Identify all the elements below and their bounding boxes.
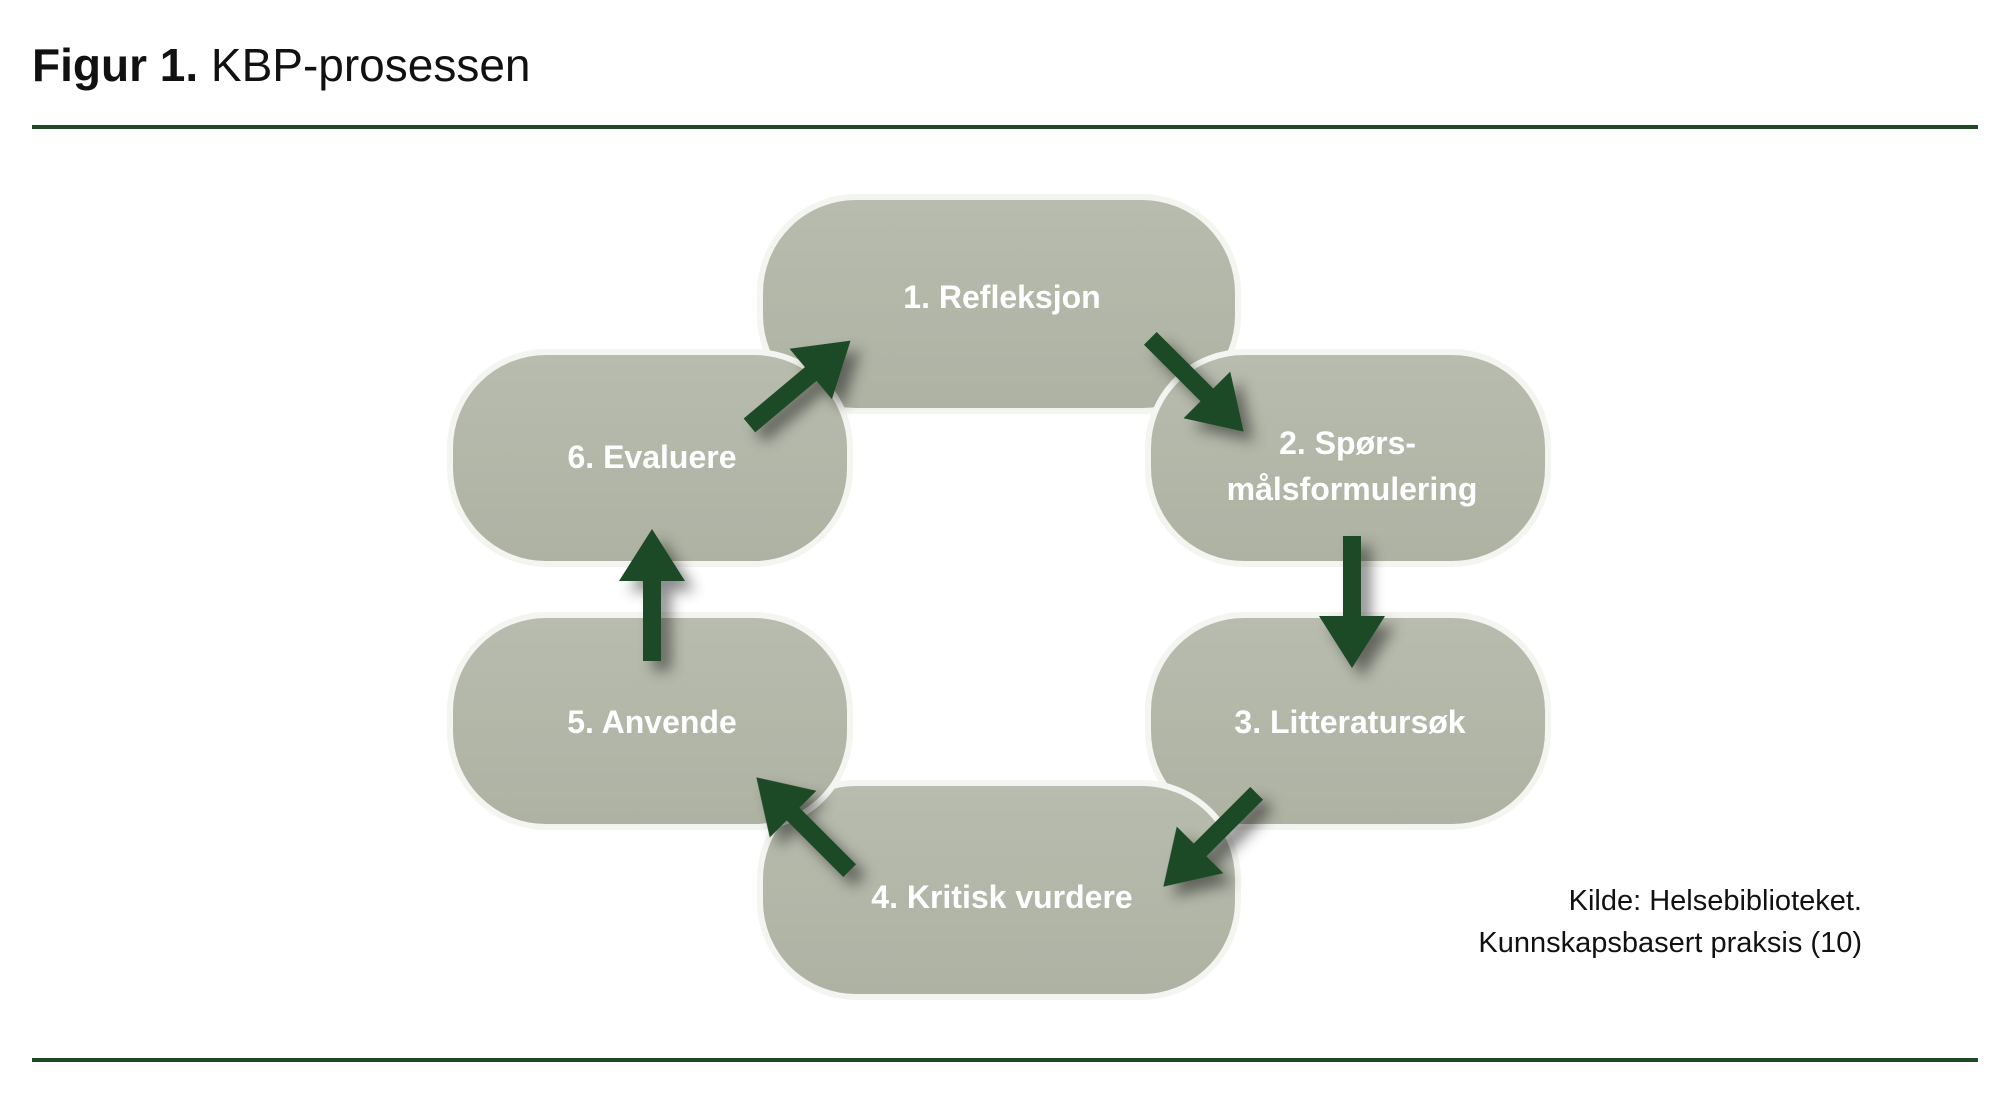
node-3-label: 3. Litteratursøk [1234,704,1465,740]
node-4-label: 4. Kritisk vurdere [871,879,1132,915]
arrow-6-to-1 [743,340,851,433]
node-1-label: 1. Refleksjon [903,279,1100,315]
node-4-label-line: 4. Kritisk vurdere [871,879,1132,915]
node-6-label: 6. Evaluere [568,439,737,475]
node-shapes [447,194,1551,1000]
node-3-label-line: 3. Litteratursøk [1234,704,1465,740]
node-1-shape [757,194,1241,414]
node-4-shape [757,780,1241,1000]
arrow-3-to-4 [1163,786,1264,887]
node-2-label-line-2: målsformulering [1227,471,1478,507]
node-5-label-line: 5. Anvende [567,704,737,740]
node-5-label: 5. Anvende [567,704,737,740]
node-2-label-line-1: 2. Spørs- [1279,425,1416,461]
source-line-1: Kilde: Helsebiblioteket. [1568,885,1862,917]
node-6-label-line: 6. Evaluere [568,439,737,475]
node-1-label-line: 1. Refleksjon [903,279,1100,315]
arrow-1-to-2 [1143,331,1244,432]
source-caption: Kilde: Helsebiblioteket. Kunnskapsbasert… [1478,880,1862,964]
arrow-2-to-3 [1319,536,1385,668]
cycle-arrows [619,331,1385,887]
figure-title-text: KBP-prosessen [210,39,531,91]
arrow-5-to-6 [619,529,685,661]
node-2-label: 2. Spørs- målsformulering [1227,425,1478,507]
top-divider [32,125,1978,129]
node-labels: 1. Refleksjon 2. Spørs- målsformulering … [567,279,1477,915]
bottom-divider [32,1058,1978,1062]
source-line-2: Kunnskapsbasert praksis (10) [1478,927,1862,959]
arrow-4-to-5 [756,777,857,878]
figure-title: Figur 1. KBP-prosessen [32,38,531,92]
figure-label: Figur 1. [32,39,199,91]
